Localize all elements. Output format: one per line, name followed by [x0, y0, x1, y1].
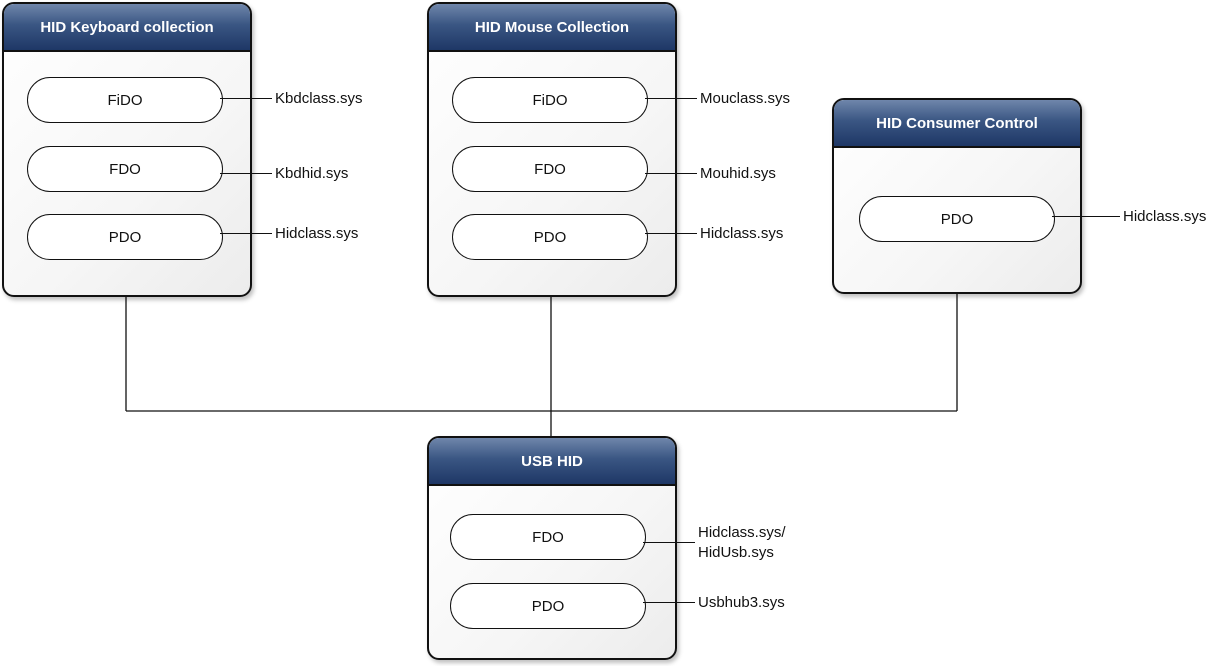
usb-stack-title: USB HID: [429, 438, 675, 486]
mouse-fdo-driver-line: [645, 173, 697, 174]
usb-fdo-driver-line1: Hidclass.sys/: [698, 524, 786, 541]
mouse-pdo-driver-line: [645, 233, 697, 234]
keyboard-fdo-driver-line: [220, 173, 272, 174]
mouse-stack-title: HID Mouse Collection: [429, 4, 675, 52]
keyboard-fido-driver-line: [220, 98, 272, 99]
keyboard-pdo-driver: Hidclass.sys: [275, 225, 359, 242]
usb-fdo-driver-line2: HidUsb.sys: [698, 544, 774, 561]
node-label: FDO: [534, 160, 566, 178]
keyboard-stack[interactable]: HID Keyboard collection FiDO FDO PDO: [2, 2, 252, 297]
usb-pdo-driver-line: [643, 602, 695, 603]
mouse-pdo-node[interactable]: PDO: [452, 214, 648, 260]
node-label: FDO: [109, 160, 141, 178]
node-label: FDO: [532, 528, 564, 546]
usb-fdo-driver-line: [643, 542, 695, 543]
consumer-pdo-node[interactable]: PDO: [859, 196, 1055, 242]
node-label: PDO: [940, 210, 974, 228]
consumer-pdo-driver: Hidclass.sys: [1123, 208, 1207, 225]
keyboard-fido-node[interactable]: FiDO: [27, 77, 223, 123]
keyboard-fido-driver: Kbdclass.sys: [275, 90, 363, 107]
node-label: PDO: [533, 228, 567, 246]
mouse-pdo-driver: Hidclass.sys: [700, 225, 784, 242]
mouse-stack[interactable]: HID Mouse Collection FiDO FDO PDO: [427, 2, 677, 297]
consumer-stack-title: HID Consumer Control: [834, 100, 1080, 148]
keyboard-fdo-driver: Kbdhid.sys: [275, 165, 349, 182]
mouse-fido-node[interactable]: FiDO: [452, 77, 648, 123]
node-label: PDO: [108, 228, 142, 246]
usb-pdo-node[interactable]: PDO: [450, 583, 646, 629]
node-label: FiDO: [532, 91, 568, 109]
keyboard-stack-title: HID Keyboard collection: [4, 4, 250, 52]
keyboard-pdo-node[interactable]: PDO: [27, 214, 223, 260]
consumer-stack[interactable]: HID Consumer Control PDO: [832, 98, 1082, 294]
keyboard-pdo-driver-line: [220, 233, 272, 234]
mouse-fido-driver-line: [645, 98, 697, 99]
consumer-pdo-driver-line: [1052, 216, 1120, 217]
mouse-fido-driver: Mouclass.sys: [700, 90, 791, 107]
keyboard-fdo-node[interactable]: FDO: [27, 146, 223, 192]
mouse-fdo-node[interactable]: FDO: [452, 146, 648, 192]
mouse-fdo-driver: Mouhid.sys: [700, 165, 776, 182]
usb-fdo-node[interactable]: FDO: [450, 514, 646, 560]
usb-stack[interactable]: USB HID FDO PDO: [427, 436, 677, 660]
usb-pdo-driver: Usbhub3.sys: [698, 594, 785, 611]
node-label: PDO: [531, 597, 565, 615]
node-label: FiDO: [107, 91, 143, 109]
